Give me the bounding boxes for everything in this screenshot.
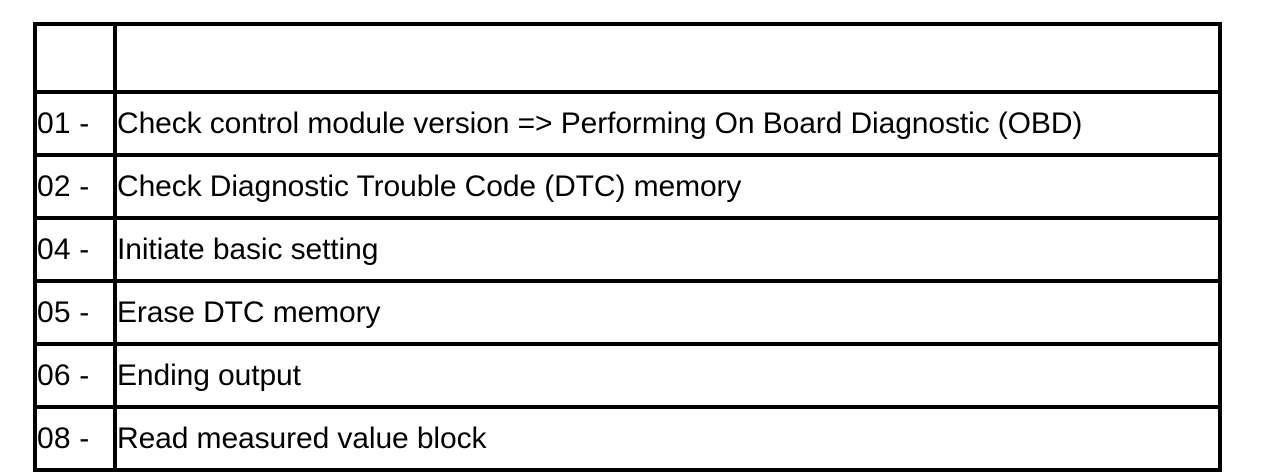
row-description: Initiate basic setting [113,216,1222,283]
header-cell-code [33,22,117,94]
row-code: 05 - [33,279,117,346]
table-row[interactable]: 08 - Read measured value block [33,405,1222,472]
row-description: Check control module version => Performi… [113,90,1222,157]
table-row[interactable]: 05 - Erase DTC memory [33,279,1222,346]
row-description: Ending output [113,342,1222,409]
row-code: 04 - [33,216,117,283]
header-cell-description [113,22,1222,94]
page-root: 01 - Check control module version => Per… [33,22,1222,472]
table-body: 01 - Check control module version => Per… [33,22,1222,472]
table-header-row [33,22,1222,94]
table-row[interactable]: 02 - Check Diagnostic Trouble Code (DTC)… [33,153,1222,220]
row-description: Erase DTC memory [113,279,1222,346]
row-code: 01 - [33,90,117,157]
table-row[interactable]: 04 - Initiate basic setting [33,216,1222,283]
row-description: Read measured value block [113,405,1222,472]
row-code: 08 - [33,405,117,472]
row-code: 06 - [33,342,117,409]
row-description: Check Diagnostic Trouble Code (DTC) memo… [113,153,1222,220]
table-row[interactable]: 01 - Check control module version => Per… [33,90,1222,157]
diagnostic-function-table: 01 - Check control module version => Per… [33,22,1222,472]
row-code: 02 - [33,153,117,220]
table-row[interactable]: 06 - Ending output [33,342,1222,409]
